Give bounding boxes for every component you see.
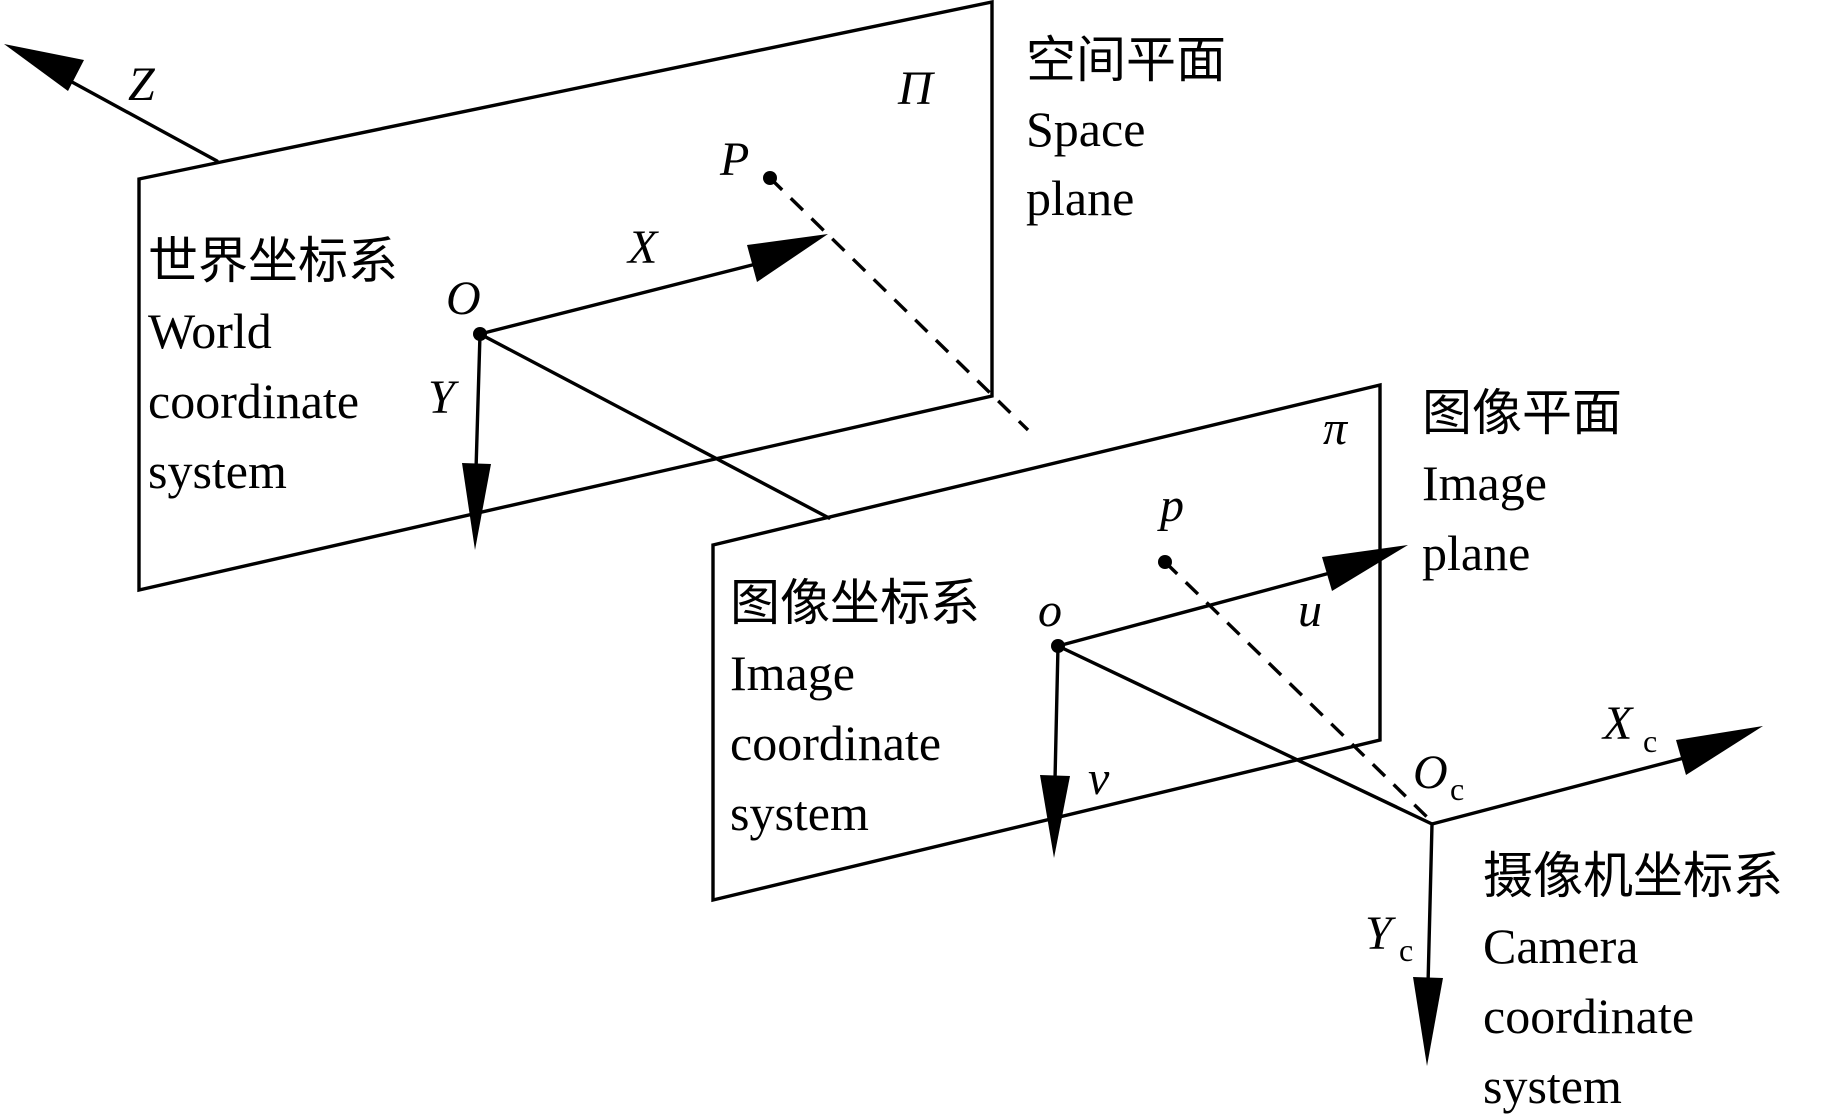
camera-y-axis-subscript: c (1399, 932, 1413, 968)
world-origin-label: O (446, 272, 481, 325)
image-origin-to-camera-origin-line (1056, 644, 1434, 826)
image-origin-label: o (1038, 584, 1062, 637)
u-axis-label: u (1298, 584, 1322, 637)
image-point-p (1158, 555, 1172, 569)
image-plane (711, 382, 1382, 903)
image-system-label-zh: 图像坐标系 (730, 574, 980, 632)
camera-system-label-en-2: coordinate (1483, 988, 1694, 1044)
u-axis-line (1056, 571, 1332, 648)
v-axis-label: v (1088, 752, 1110, 805)
camera-origin-subscript: c (1450, 771, 1464, 807)
image-plane-symbol: π (1323, 402, 1349, 455)
world-origin-point (473, 327, 487, 341)
camera-x-axis-line (1430, 756, 1686, 826)
world-x-axis-label: X (626, 221, 659, 274)
world-x-axis-line (478, 261, 762, 336)
world-y-axis-arrowhead (462, 463, 491, 550)
camera-y-axis-line (1426, 822, 1434, 987)
camera-x-axis-arrowhead (1676, 726, 1763, 775)
world-system-label-zh: 世界坐标系 (148, 232, 398, 290)
camera-x-axis-label: X (1601, 697, 1634, 750)
world-system-label-en-2: coordinate (148, 373, 359, 429)
camera-system-label-zh: 摄像机坐标系 (1483, 847, 1783, 905)
world-system-label-en-1: World (148, 303, 272, 359)
world-origin-to-image-plane-line (478, 332, 831, 520)
space-point-P (763, 171, 777, 185)
space-plane-label-zh: 空间平面 (1026, 31, 1226, 89)
v-axis-line (1053, 644, 1060, 782)
world-y-axis-label: Y (428, 371, 459, 424)
projection-ray-image (1163, 560, 1430, 820)
image-plane-label-zh: 图像平面 (1422, 384, 1622, 442)
image-plane-label-en-2: plane (1422, 525, 1530, 581)
z-axis-arrowhead (4, 44, 84, 91)
space-plane-symbol: Π (897, 62, 936, 115)
camera-y-axis-arrowhead (1413, 977, 1443, 1066)
camera-system-label-en-1: Camera (1483, 918, 1638, 974)
u-axis-arrowhead (1322, 545, 1408, 591)
v-axis-arrowhead (1040, 775, 1070, 858)
image-system-label-en-1: Image (730, 645, 855, 701)
space-point-label: P (719, 133, 749, 186)
space-plane (137, 0, 994, 593)
camera-origin-label: O (1413, 746, 1448, 799)
projection-ray-space (768, 176, 1030, 432)
image-origin-point (1051, 639, 1065, 653)
image-system-label-en-2: coordinate (730, 715, 941, 771)
camera-x-axis-subscript: c (1643, 723, 1657, 759)
z-axis-label: Z (128, 58, 156, 111)
world-system-label-en-3: system (148, 443, 287, 499)
space-plane-label-en-1: Space (1026, 101, 1145, 157)
space-plane-label-en-2: plane (1026, 170, 1134, 226)
camera-system-label-en-3: system (1483, 1058, 1622, 1114)
image-system-label-en-3: system (730, 785, 869, 841)
camera-y-axis-label: Y (1365, 907, 1396, 960)
world-x-axis-arrowhead (747, 234, 828, 282)
world-y-axis-line (474, 332, 482, 472)
z-axis-line (48, 68, 219, 163)
image-point-label: p (1157, 479, 1184, 532)
image-plane-label-en-1: Image (1422, 455, 1547, 511)
